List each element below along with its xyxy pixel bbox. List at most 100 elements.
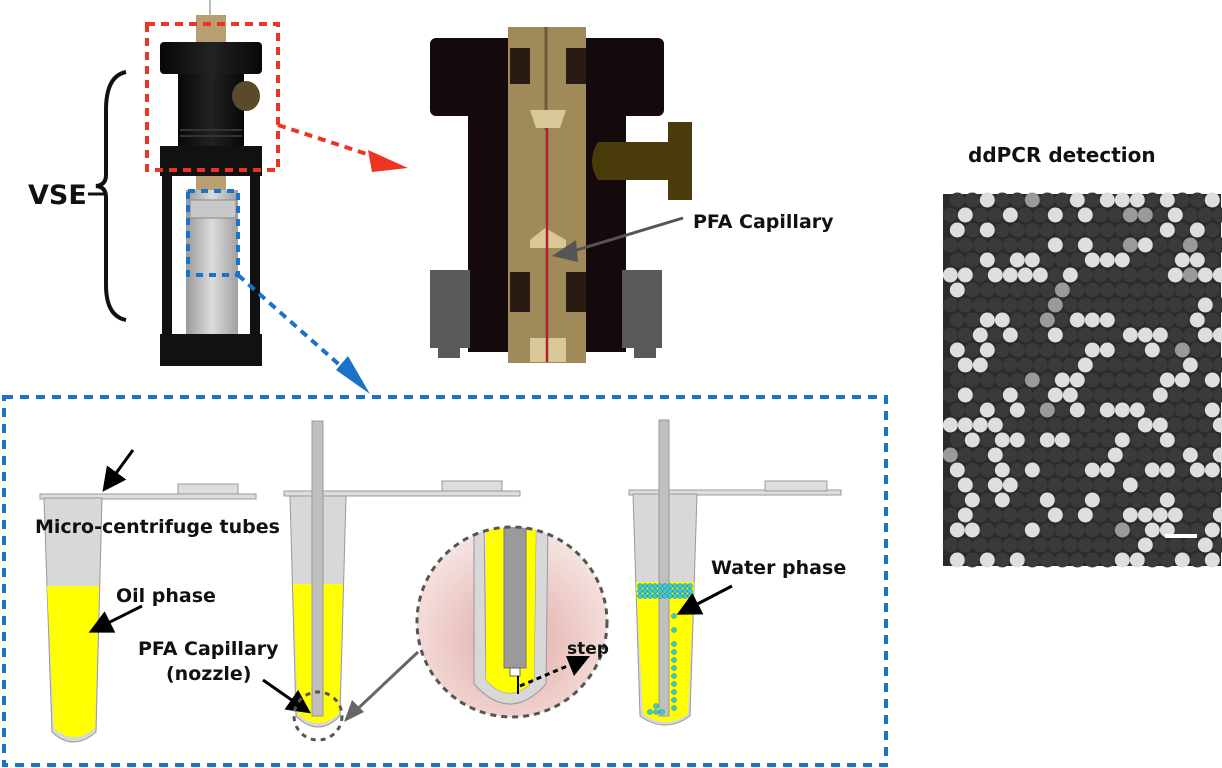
droplet [1204,492,1220,508]
droplet [1107,237,1123,253]
water-droplet [647,583,653,589]
droplet [942,507,958,523]
droplet [1137,477,1153,493]
droplet [1077,357,1093,373]
droplet [1077,297,1093,313]
droplet [1017,537,1033,553]
droplet [1032,537,1048,553]
droplet [957,537,973,553]
droplet [1107,537,1123,553]
droplet [1017,417,1033,433]
droplet [1189,462,1205,478]
droplet [1047,237,1063,253]
droplet [972,237,988,253]
droplet [1189,192,1205,208]
droplet [1047,267,1063,283]
droplet [1114,312,1130,328]
droplet [972,447,988,463]
droplet [987,297,1003,313]
droplet [1167,297,1183,313]
droplet [1024,492,1040,508]
droplet [1002,507,1018,523]
droplet [1024,252,1040,268]
droplet [1159,222,1175,238]
droplet [1039,282,1055,298]
water-droplet [671,689,677,695]
water-droplet [687,583,693,589]
nozzle-label-line1: PFA Capillary [138,638,279,660]
droplet [1077,237,1093,253]
droplet [1182,207,1198,223]
droplet [1092,267,1108,283]
droplet [1084,252,1100,268]
droplet [1159,462,1175,478]
droplet [1039,342,1055,358]
droplet [1159,312,1175,328]
droplet [1047,477,1063,493]
droplet [1159,402,1175,418]
droplet [1002,237,1018,253]
process-panel [2,395,888,767]
water-droplet [662,593,668,599]
droplet [1189,222,1205,238]
droplet [979,312,995,328]
droplet [1137,387,1153,403]
droplet [1024,402,1040,418]
droplet [1099,312,1115,328]
water-droplet [667,583,673,589]
droplet [957,507,973,523]
droplet [1189,432,1205,448]
droplet [1167,387,1183,403]
droplet [1039,522,1055,538]
water-droplet [653,703,659,709]
droplet [1204,402,1220,418]
droplet [1047,327,1063,343]
droplet [1024,192,1040,208]
droplet [1189,372,1205,388]
droplet [979,222,995,238]
droplet [1017,507,1033,523]
droplet [1144,552,1160,568]
droplet [1137,357,1153,373]
droplet [1107,507,1123,523]
droplet [1099,252,1115,268]
side-knob [592,122,692,200]
droplet [1197,207,1213,223]
droplet [1122,537,1138,553]
droplet [1099,222,1115,238]
water-droplet [671,673,677,679]
droplet [1197,297,1213,313]
droplet [1107,447,1123,463]
droplet [1174,552,1190,568]
droplet [1062,267,1078,283]
droplet [1152,537,1168,553]
droplet [949,192,965,208]
droplet [1144,312,1160,328]
droplet [994,282,1010,298]
water-droplet [647,709,653,715]
water-droplet [657,588,663,594]
droplet [1054,192,1070,208]
droplet [1084,312,1100,328]
droplet [1182,447,1198,463]
droplet [1099,462,1115,478]
droplet [1204,462,1220,478]
droplet [1069,342,1085,358]
droplet [1167,447,1183,463]
droplet [949,312,965,328]
droplet [1152,447,1168,463]
droplet [1122,267,1138,283]
droplet [1002,417,1018,433]
droplet [1069,552,1085,568]
droplet [942,327,958,343]
droplet [1062,507,1078,523]
droplet [964,252,980,268]
droplet [942,417,958,433]
droplet [1092,417,1108,433]
droplet [1204,222,1220,238]
droplet [1204,282,1220,298]
droplet [1062,417,1078,433]
droplet [1077,507,1093,523]
droplet [1152,267,1168,283]
droplet [994,222,1010,238]
